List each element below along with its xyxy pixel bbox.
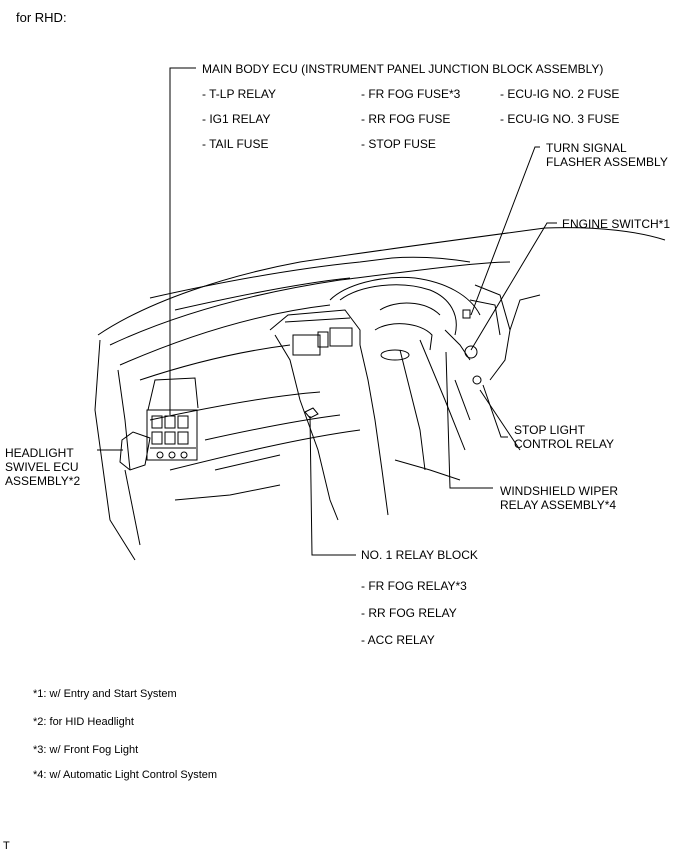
relay-block-item: - RR FOG RELAY bbox=[361, 606, 457, 620]
steering-wheel bbox=[339, 284, 457, 336]
corner-mark: T bbox=[3, 840, 10, 852]
main-body-ecu-item: - RR FOG FUSE bbox=[361, 112, 451, 126]
main-body-ecu-item: - ECU-IG NO. 2 FUSE bbox=[500, 87, 620, 101]
leader-main-body-ecu bbox=[169, 67, 196, 415]
center-console bbox=[269, 309, 361, 345]
leader-relay-block bbox=[309, 415, 356, 556]
junction-block-icon bbox=[146, 377, 199, 461]
engine-switch-label: ENGINE SWITCH*1 bbox=[562, 217, 671, 231]
relay-block-icon bbox=[304, 407, 319, 419]
main-body-ecu-title: MAIN BODY ECU (INSTRUMENT PANEL JUNCTION… bbox=[202, 62, 604, 76]
relay-block-item: - ACC RELAY bbox=[361, 633, 435, 647]
dash-top-line bbox=[109, 261, 511, 346]
relay-block-title: NO. 1 RELAY BLOCK bbox=[361, 548, 478, 562]
turn-signal-label-line1: TURN SIGNAL bbox=[546, 141, 627, 155]
footnote: *4: w/ Automatic Light Control System bbox=[33, 769, 218, 781]
swivel-ecu-icon bbox=[119, 431, 151, 471]
leader-stop-light bbox=[482, 384, 508, 438]
main-body-ecu-item: - TAIL FUSE bbox=[202, 137, 269, 151]
footnote: *2: for HID Headlight bbox=[33, 716, 134, 728]
stop-light-label-line2: CONTROL RELAY bbox=[514, 437, 615, 451]
footnote: *3: w/ Front Fog Light bbox=[33, 744, 139, 756]
turn-signal-label-line2: FLASHER ASSEMBLY bbox=[546, 155, 668, 169]
headlight-ecu-label-line2: SWIVEL ECU bbox=[5, 460, 79, 474]
leader-engine-switch bbox=[470, 222, 557, 351]
main-body-ecu-item: - IG1 RELAY bbox=[202, 112, 271, 126]
page-title: for RHD: bbox=[16, 10, 67, 25]
relay-block-item: - FR FOG RELAY*3 bbox=[361, 579, 467, 593]
windshield-outline bbox=[97, 227, 666, 336]
footnote: *1: w/ Entry and Start System bbox=[33, 688, 177, 700]
headlight-ecu-label-line3: ASSEMBLY*2 bbox=[5, 474, 81, 488]
wiper-relay-label-line2: RELAY ASSEMBLY*4 bbox=[500, 498, 617, 512]
leader-turn-signal bbox=[470, 146, 540, 316]
wiper-relay-label-line1: WINDSHIELD WIPER bbox=[500, 484, 619, 498]
main-body-ecu-item: - ECU-IG NO. 3 FUSE bbox=[500, 112, 620, 126]
main-body-ecu-item: - STOP FUSE bbox=[361, 137, 436, 151]
main-body-ecu-item: - T-LP RELAY bbox=[202, 87, 277, 101]
headlight-ecu-label-line1: HEADLIGHT bbox=[5, 446, 74, 460]
leader-wiper bbox=[445, 351, 493, 489]
stop-light-label-line1: STOP LIGHT bbox=[514, 423, 585, 437]
main-body-ecu-item: - FR FOG FUSE*3 bbox=[361, 87, 461, 101]
